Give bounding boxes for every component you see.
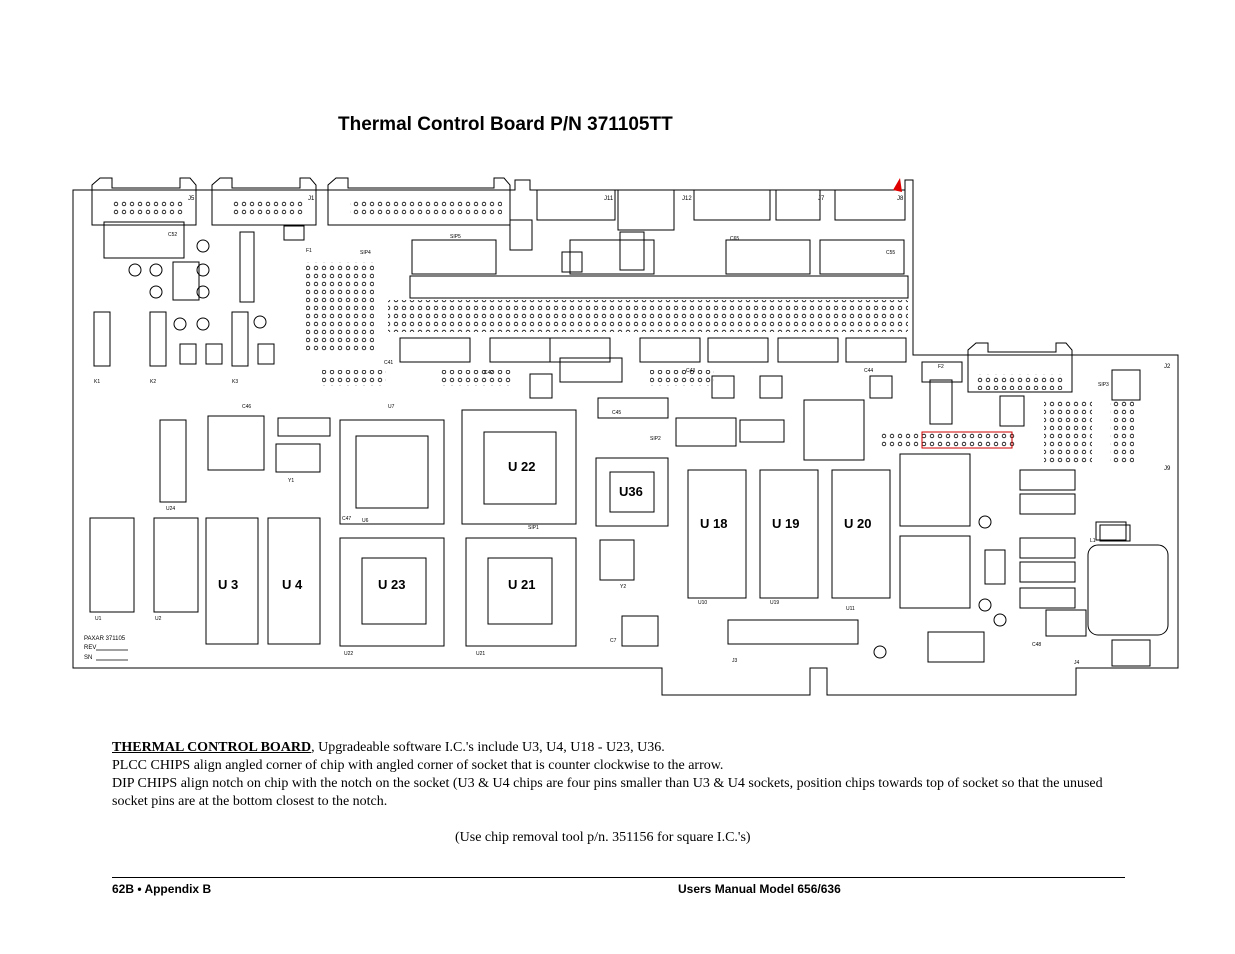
chip-labels: U 3 U 4 U 23 U 21 U 22 U36 U 18 U 19 U 2… [218, 459, 871, 592]
chip-label-u19: U 19 [772, 516, 799, 531]
component-label: C46 [242, 404, 251, 410]
pin-arrays [112, 200, 1134, 464]
connector-label-j11: J11 [604, 196, 614, 202]
component-label: C43 [686, 368, 695, 374]
component-label: C47 [342, 516, 351, 522]
connector-labels: J5 J1 J11 J12 J7 J8 J2 J9 [188, 196, 1171, 472]
chip-label-u18: U 18 [700, 516, 727, 531]
component-label: C48 [1032, 642, 1041, 648]
component-label: U24 [166, 506, 175, 512]
component-label: U19 [770, 600, 779, 606]
page-title: Thermal Control Board P/N 371105TT [338, 114, 673, 135]
chip-label-u21: U 21 [508, 577, 535, 592]
connector-label-j7: J7 [818, 196, 825, 202]
chip-label-u23: U 23 [378, 577, 405, 592]
silkscreen-rev: REV [84, 645, 96, 651]
component-label: U10 [698, 600, 707, 606]
caption-lead: THERMAL CONTROL BOARD [112, 740, 312, 755]
caption-lead-rest: , Upgradeable software I.C.'s include U3… [311, 740, 665, 755]
footer-manual-title: Users Manual Model 656/636 [678, 882, 841, 896]
connector-label-j8: J8 [897, 196, 904, 202]
plcc-sockets [339, 409, 669, 647]
caption-line-3: DIP CHIPS align notch on chip with the n… [112, 776, 1103, 809]
component-label: F2 [938, 364, 944, 370]
connector-label-j1: J1 [308, 196, 315, 202]
component-label: L1 [1090, 538, 1096, 544]
component-label: C65 [730, 236, 739, 242]
connector-label-j5: J5 [188, 196, 195, 202]
chip-label-u20: U 20 [844, 516, 871, 531]
component-label: C7 [610, 638, 617, 644]
connector-label-j12: J12 [682, 196, 692, 202]
chip-label-u3: U 3 [218, 577, 238, 592]
component-label: K1 [94, 379, 100, 385]
silkscreen-sn: SN [84, 655, 92, 661]
component-label: K3 [232, 379, 238, 385]
component-label: K2 [150, 379, 156, 385]
component-label: C55 [886, 250, 895, 256]
component-label: J3 [732, 658, 738, 664]
component-label: U2 [155, 616, 162, 622]
component-label: C44 [864, 368, 873, 374]
component-label: U21 [476, 651, 485, 657]
component-label: F1 [306, 248, 312, 254]
component-label: SIP5 [450, 234, 461, 240]
silkscreen-text: PAXAR 371105 REV SN [84, 636, 128, 661]
component-label: U6 [362, 518, 369, 524]
caption: THERMAL CONTROL BOARD, Upgradeable softw… [112, 739, 1122, 847]
connector-label-j2: J2 [1164, 364, 1171, 370]
component-label: Y2 [620, 584, 626, 590]
connector-label-j9: J9 [1164, 466, 1171, 472]
caption-line-2: PLCC CHIPS align angled corner of chip w… [112, 758, 724, 773]
silkscreen-paxar: PAXAR 371105 [84, 636, 126, 642]
component-label: Y1 [288, 478, 294, 484]
caption-line-1: THERMAL CONTROL BOARD, Upgradeable softw… [112, 739, 1122, 757]
chip-label-u4: U 4 [282, 577, 303, 592]
component-label: C45 [612, 410, 621, 416]
discrete-components [93, 231, 1013, 461]
component-label: C42 [484, 370, 493, 376]
top-connectors [91, 177, 1169, 667]
chip-label-u22: U 22 [508, 459, 535, 474]
component-labels: U1 U2 U24 U6 U7 U22 U21 U10 U19 U11 J3 J… [94, 232, 1109, 666]
component-label: SIP1 [528, 525, 539, 531]
footer-rule [112, 877, 1125, 878]
component-label: U1 [95, 616, 102, 622]
component-label: U11 [846, 606, 855, 612]
relay-blocks [103, 219, 1127, 663]
component-label: J4 [1074, 660, 1080, 666]
component-label: C52 [168, 232, 177, 238]
component-label: SIP2 [650, 436, 661, 442]
component-label: SIP4 [360, 250, 371, 256]
caption-tool-note: (Use chip removal tool p/n. 351156 for s… [455, 830, 751, 845]
component-label: U7 [388, 404, 395, 410]
dip-chips [89, 415, 971, 645]
component-label: C41 [384, 360, 393, 366]
board-outline [72, 179, 1179, 696]
component-label: U22 [344, 651, 353, 657]
round-components [128, 239, 1007, 659]
footer-page-label: 62B • Appendix B [112, 882, 212, 896]
component-label: SIP3 [1098, 382, 1109, 388]
chip-label-u36: U36 [619, 484, 643, 499]
